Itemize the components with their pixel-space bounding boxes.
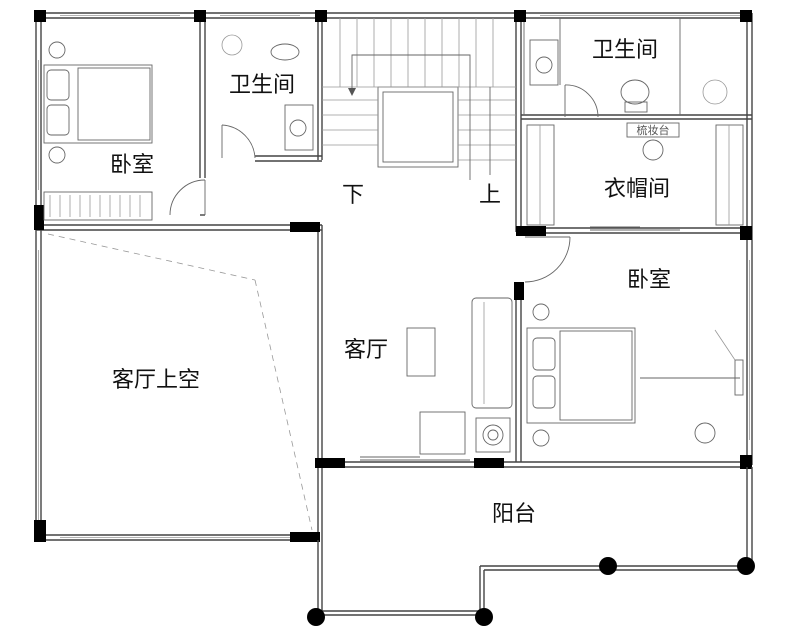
room-label-bedroom-e: 卧室: [627, 268, 671, 293]
staircase: [322, 18, 516, 180]
room-label-wardrobe: 衣帽间: [604, 177, 670, 202]
room-label-bedroom-nw: 卧室: [110, 153, 154, 178]
bedroom-nw-furniture: [43, 41, 153, 221]
balcony-railing: [307, 467, 755, 626]
vanity-label: 梳妆台: [637, 123, 670, 137]
columns: [34, 10, 752, 542]
stair-label-up: 上: [479, 183, 501, 208]
room-label-bath-north: 卫生间: [229, 73, 295, 98]
bedroom-e-furniture: [526, 303, 744, 447]
windows: [38, 15, 750, 538]
room-label-living-void: 客厅上空: [112, 368, 200, 393]
bath-ne-fixtures: [529, 39, 728, 113]
stair-label-down: 下: [342, 183, 364, 208]
doors: [169, 84, 680, 461]
walls: [35, 12, 753, 541]
room-labels: 卧室 卫生间 卫生间 衣帽间 卧室 客厅 客厅上空 阳台 下 上: [110, 38, 671, 527]
room-label-bath-ne: 卫生间: [592, 38, 658, 63]
wardrobe-fixtures: 梳妆台: [526, 122, 744, 226]
room-label-living-room: 客厅: [344, 338, 388, 363]
room-label-balcony: 阳台: [492, 502, 536, 527]
bath-north-fixtures: [221, 34, 314, 151]
void-markers: [47, 233, 313, 531]
living-room-furniture: [406, 297, 513, 455]
